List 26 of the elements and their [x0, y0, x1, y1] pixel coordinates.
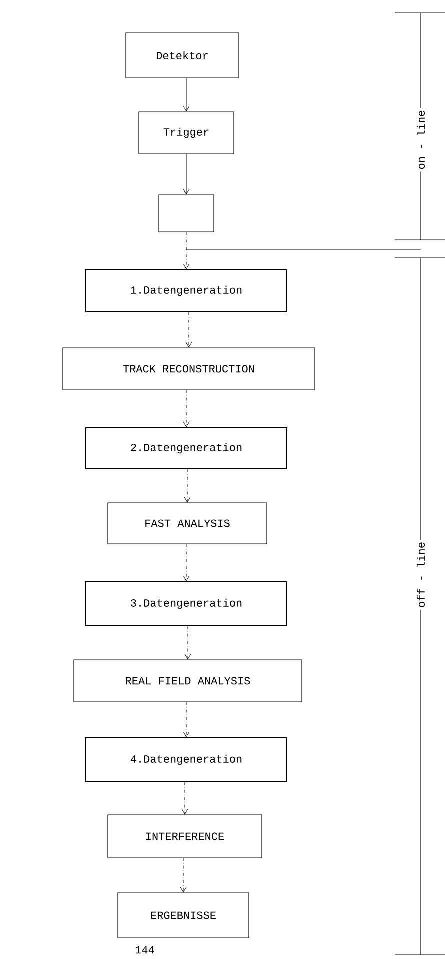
process-box: INTERFERENCE [108, 814, 262, 858]
arrow [183, 232, 190, 270]
process-box: REAL FIELD ANALYSIS [74, 660, 302, 702]
process-box: 2.Datengeneration [86, 428, 288, 470]
arrow [183, 78, 190, 112]
arrow [180, 858, 187, 892]
arrow [183, 390, 190, 428]
process-box: Detektor [126, 32, 240, 78]
process-box: 1.Datengeneration [86, 270, 288, 312]
arrow [186, 312, 192, 348]
page-number: 144 [133, 944, 157, 956]
arrow [182, 782, 188, 814]
arrow [183, 154, 190, 194]
side-label: on - line [414, 108, 428, 172]
process-box: ERGEBNISSE [118, 892, 250, 938]
process-box: FAST ANALYSIS [108, 502, 268, 544]
process-box: Trigger [138, 112, 234, 154]
process-box: 3.Datengeneration [86, 582, 288, 626]
arrow [183, 702, 190, 738]
arrow [183, 544, 190, 582]
arrow [184, 469, 191, 502]
arrow [184, 626, 192, 660]
process-box [158, 194, 214, 232]
process-box: 4.Datengeneration [86, 738, 288, 782]
side-label: off - line [414, 540, 428, 610]
process-box: TRACK RECONSTRUCTION [62, 348, 316, 390]
